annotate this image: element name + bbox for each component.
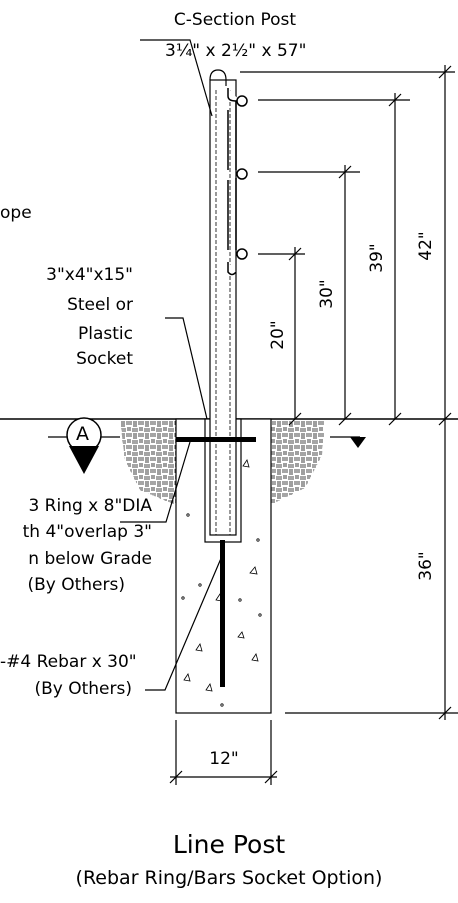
socket-label-line-1: 3"x4"x15" — [46, 265, 133, 285]
post-size-label: 3¼" x 2½" x 57" — [165, 41, 307, 61]
slope-label-fragment: ope — [0, 203, 32, 223]
socket-label-line-2: Steel or — [67, 295, 133, 315]
rebar-label-line-2: (By Others) — [34, 679, 132, 699]
drawing-subtitle: (Rebar Ring/Bars Socket Option) — [75, 867, 383, 889]
post-name-label: C-Section Post — [173, 10, 297, 30]
ring-label-line-3: n below Grade — [28, 549, 152, 569]
dimension-20: 20" — [268, 320, 288, 350]
drawing-title: Line Post — [172, 830, 286, 859]
dimension-42: 42" — [416, 231, 436, 261]
ring-label-line-2: th 4"overlap 3" — [22, 522, 152, 542]
dimension-lines — [169, 65, 458, 785]
dimension-39: 39" — [367, 243, 387, 273]
rebar-ring — [176, 437, 256, 442]
socket-label-line-3: Plastic — [78, 324, 133, 344]
leader-lines — [120, 39, 223, 691]
rebar-vertical — [220, 540, 225, 687]
socket-label-line-4: Socket — [76, 349, 133, 369]
section-marker — [48, 417, 366, 474]
section-marker-letter: A — [76, 423, 89, 445]
dimension-12: 12" — [209, 749, 239, 769]
dimension-36: 36" — [416, 551, 436, 581]
soil-hatch — [120, 420, 325, 505]
c-section-post — [209, 69, 237, 536]
dimension-30: 30" — [317, 279, 337, 309]
concrete-aggregate-marks — [181, 459, 262, 707]
rail-clips — [227, 88, 248, 276]
rebar-label-line-1: -#4 Rebar x 30" — [0, 652, 137, 672]
ring-label-line-4: (By Others) — [27, 575, 125, 595]
ring-label-line-1: 3 Ring x 8"DIA — [28, 496, 152, 516]
